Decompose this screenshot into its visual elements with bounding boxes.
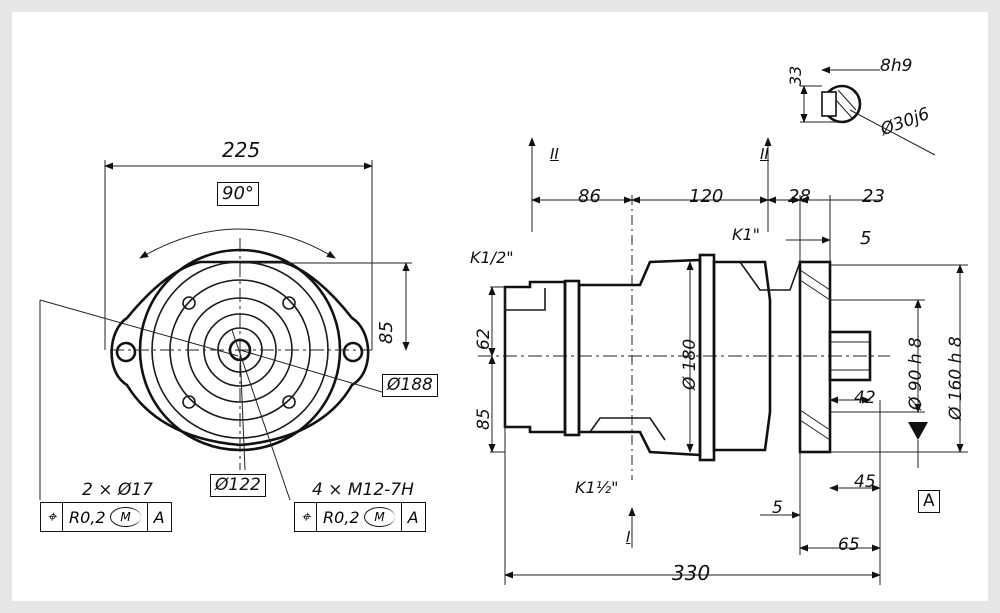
label-port-k1-2: K1/2" [470, 248, 514, 267]
leader-holes-2x17 [39, 299, 239, 357]
drive-shaft [828, 330, 872, 382]
tolerance-datum: A [153, 507, 165, 527]
label-23: 23 [862, 186, 885, 207]
label-holes-m12: 4 × M12-7H [312, 480, 414, 500]
label-90deg: 90° [217, 182, 259, 206]
shaft-section-view [800, 66, 936, 156]
mount-hole-left [115, 341, 137, 363]
label-62: 62 [474, 328, 494, 350]
position-tolerance-icon: ⌖ [295, 503, 318, 531]
rear-cover [503, 280, 567, 434]
body-ring [698, 253, 716, 462]
label-28: 28 [788, 186, 811, 207]
label-42: 42 [854, 388, 876, 408]
port-k1-1-2-boss [589, 417, 666, 441]
label-dia180: Ø 180 [680, 338, 700, 390]
label-8h9: 8h9 [880, 56, 913, 76]
label-port-k1: K1" [732, 225, 761, 244]
technical-drawing [39, 66, 968, 585]
label-5-bottom: 5 [772, 498, 783, 518]
label-section-II-right: II [760, 145, 769, 163]
label-section-II-left: II [550, 145, 559, 163]
port-k1-2-boss [504, 288, 546, 311]
front-view [39, 160, 412, 501]
label-120: 120 [689, 186, 724, 207]
threaded-hole-1 [182, 296, 196, 310]
label-86: 86 [578, 186, 601, 207]
leader-dia30j6 [849, 109, 936, 156]
threaded-hole-3 [182, 395, 196, 409]
leader-dia188 [239, 349, 383, 393]
label-85-front: 85 [376, 321, 397, 344]
position-tolerance-icon: ⌖ [41, 503, 64, 531]
label-dia122: Ø122 [210, 474, 266, 497]
threaded-hole-4 [282, 395, 296, 409]
label-85-side: 85 [474, 408, 494, 430]
rear-ring [563, 279, 581, 437]
port-k1-boss [739, 261, 801, 291]
label-port-k1-1-2: K1½" [575, 478, 619, 497]
leader-dia122 [239, 349, 246, 471]
front-housing [712, 260, 772, 452]
datum-triangle [908, 422, 928, 440]
label-330: 330 [672, 561, 711, 585]
label-65: 65 [838, 535, 860, 555]
label-225: 225 [222, 138, 261, 162]
flange-outline [110, 260, 370, 447]
label-dia90h8: Ø 90 h 8 [906, 337, 926, 410]
label-section-I: I [626, 528, 631, 546]
label-5-top: 5 [860, 228, 872, 249]
tolerance-datum: A [407, 507, 419, 527]
leader-holes-m12 [231, 329, 291, 501]
threaded-hole-2 [282, 296, 296, 310]
label-dia160h8: Ø 160 h 8 [946, 336, 966, 420]
label-datum-A: A [918, 490, 940, 513]
side-view [478, 137, 968, 585]
mount-hole-right [342, 341, 364, 363]
keyway [821, 91, 837, 117]
label-45: 45 [854, 472, 876, 492]
label-dia188: Ø188 [382, 374, 438, 397]
angle-arc-90 [139, 228, 336, 259]
drawing-sheet: .t { position:absolute; font-family:"Dej… [12, 12, 988, 601]
label-holes-2x17: 2 × Ø17 [82, 480, 153, 500]
label-33: 33 [786, 65, 805, 86]
